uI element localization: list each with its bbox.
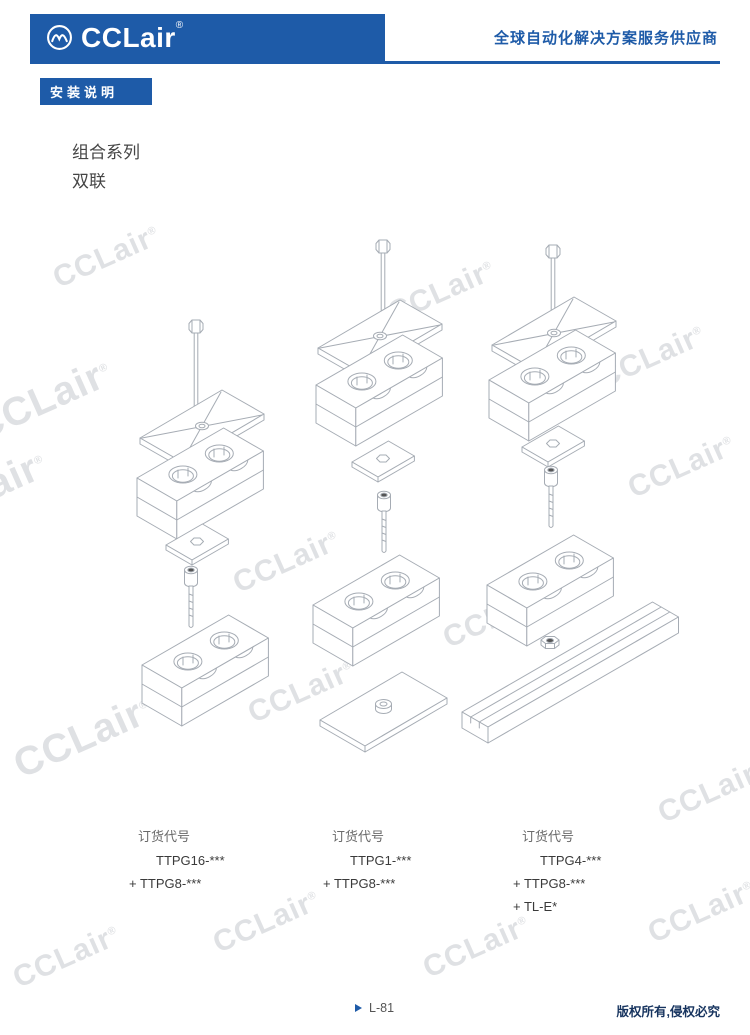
- adapter-plate-icon: [351, 440, 415, 483]
- watermark: CCLair®: [207, 887, 319, 960]
- socket-stud-icon: [544, 465, 558, 528]
- watermark: CCLair®: [7, 922, 119, 995]
- order-code: + TTPG8-***: [129, 876, 202, 891]
- weld-plate-icon: [319, 671, 448, 753]
- order-label: 订货代号: [138, 829, 191, 844]
- page-header: CCLair ® 全球自动化解决方案服务供应商: [30, 14, 720, 64]
- order-code: + TTPG8-***: [513, 876, 586, 891]
- order-code: TTPG16-***: [156, 853, 225, 868]
- assembly-column-3: [461, 244, 679, 744]
- long-hex-bolt-icon: [188, 319, 204, 416]
- socket-stud-icon: [184, 565, 198, 628]
- page-number-block: L-81: [355, 1001, 394, 1015]
- header-tagline: 全球自动化解决方案服务供应商: [493, 30, 718, 47]
- assembly-column-1: [136, 319, 269, 727]
- assembly-drawings: [136, 239, 679, 753]
- order-code: TTPG1-***: [350, 853, 412, 868]
- page-number: L-81: [369, 1001, 395, 1015]
- copyright-notice: 版权所有,侵权必究: [616, 1005, 720, 1019]
- clamp-body-lower-icon: [141, 614, 269, 727]
- cclair-logo-icon: [47, 25, 72, 50]
- clamp-body-lower-icon: [312, 554, 440, 667]
- brand-logo: CCLair ®: [30, 14, 385, 61]
- registered-mark: ®: [175, 20, 184, 31]
- watermark: CCLair®: [417, 912, 529, 985]
- socket-stud-icon: [377, 490, 391, 553]
- section-badge: 安装说明: [40, 78, 153, 105]
- hex-nut-icon: [540, 636, 560, 649]
- clamp-body-lower-icon: [486, 534, 614, 647]
- assembly-column-2: [312, 239, 448, 753]
- order-code-block-1: 订货代号 TTPG16-*** + TTPG8-***: [128, 826, 225, 891]
- order-code: + TL-E*: [513, 899, 558, 914]
- series-title: 组合系列: [72, 143, 140, 162]
- order-label: 订货代号: [522, 829, 575, 844]
- order-label: 订货代号: [332, 829, 385, 844]
- order-code-block-2: 订货代号 TTPG1-*** + TTPG8-***: [322, 826, 411, 891]
- order-code: + TTPG8-***: [323, 876, 396, 891]
- triangle-marker-icon: [355, 1004, 362, 1012]
- series-subtitle: 双联: [72, 172, 106, 191]
- order-code-block-3: 订货代号 TTPG4-*** + TTPG8-*** + TL-E*: [512, 826, 601, 914]
- series-title-block: 组合系列 双联: [72, 138, 140, 196]
- logo-text: CCLair: [81, 21, 176, 53]
- order-code: TTPG4-***: [540, 853, 602, 868]
- watermark: CCLair®: [642, 877, 750, 950]
